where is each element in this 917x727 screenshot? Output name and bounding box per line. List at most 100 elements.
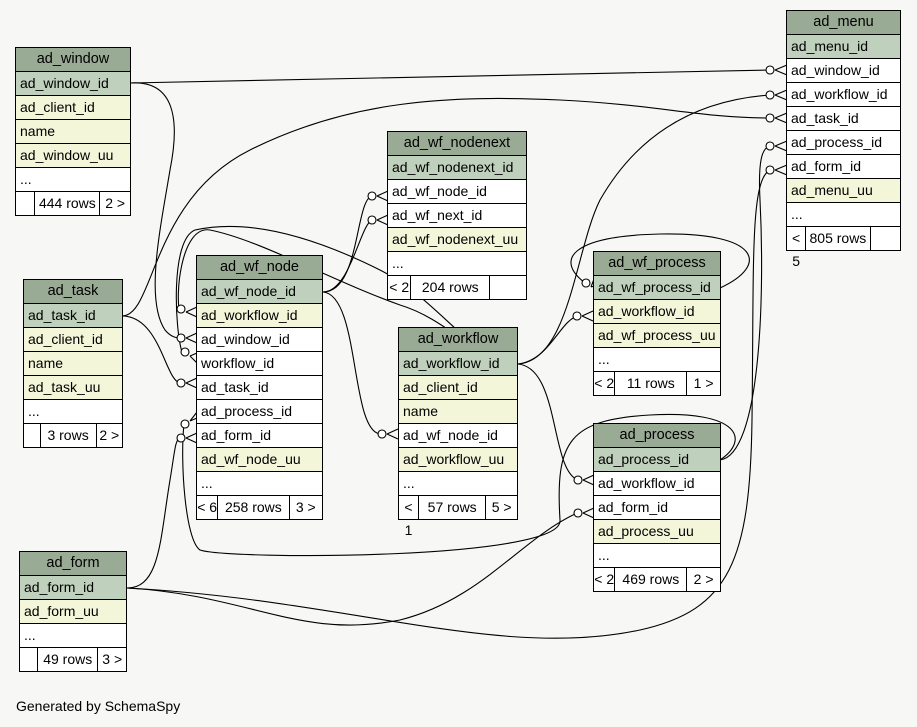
edge-workflow-process: [517, 363, 579, 481]
more-columns: ...: [20, 624, 126, 648]
table-header: ad_form: [20, 552, 126, 576]
row-count: 49 rows: [38, 648, 99, 671]
row-count: 444 rows: [35, 192, 101, 215]
more-columns: ...: [594, 544, 720, 568]
edge-task-wfnode: [121, 315, 181, 384]
column-ad-workflow-uu: ad_workflow_uu: [399, 448, 517, 472]
table-header: ad_process: [594, 424, 720, 448]
column-ad-task-id: ad_task_id: [197, 376, 322, 400]
row-count: 11 rows: [615, 372, 688, 395]
edge-window-menu: [129, 69, 771, 84]
column-ad-wf-node-id: ad_wf_node_id: [197, 280, 322, 304]
parents-count: < 2: [594, 372, 616, 395]
column-ad-task-uu: ad_task_uu: [24, 376, 122, 400]
edge-form-menu: [126, 169, 771, 639]
column-ad-process-id: ad_process_id: [787, 131, 900, 155]
column-ad-workflow-id: ad_workflow_id: [594, 300, 720, 324]
children-count: 2 >: [99, 427, 120, 443]
more-columns: ...: [16, 168, 130, 192]
table-header: ad_wf_node: [197, 256, 322, 280]
column-ad-wf-process-id: ad_wf_process_id: [594, 276, 720, 300]
edge-workflow-wfprocess: [517, 315, 579, 365]
parents-count: < 1: [399, 496, 420, 538]
column-ad-process-id: ad_process_id: [197, 400, 322, 424]
children-count: 1 >: [693, 375, 714, 391]
column-ad-client-id: ad_client_id: [399, 376, 517, 400]
column-ad-window-uu: ad_window_uu: [16, 144, 130, 168]
edge-workflow-menu: [517, 94, 771, 365]
more-columns: ...: [388, 252, 526, 276]
children-count: [871, 227, 900, 250]
parents-count: [24, 424, 41, 447]
column-ad-wf-node-id: ad_wf_node_id: [399, 424, 517, 448]
edge-form-wfnode: [126, 437, 181, 589]
column-ad-wf-node-uu: ad_wf_node_uu: [197, 448, 322, 472]
edge-wfprocess-self: [570, 233, 750, 289]
table-header: ad_task: [24, 280, 122, 304]
column-name: name: [399, 400, 517, 424]
column-ad-menu-uu: ad_menu_uu: [787, 179, 900, 203]
row-count: 204 rows: [411, 276, 491, 299]
parents-count: [20, 648, 39, 671]
column-ad-wf-next-id: ad_wf_next_id: [388, 204, 526, 228]
column-ad-window-id: ad_window_id: [197, 328, 322, 352]
column-ad-form-id: ad_form_id: [20, 576, 126, 600]
column-ad-wf-nodenext-id: ad_wf_nodenext_id: [388, 156, 526, 180]
column-ad-form-id: ad_form_id: [594, 496, 720, 520]
more-columns: ...: [24, 400, 122, 424]
column-ad-client-id: ad_client_id: [24, 328, 122, 352]
table-header: ad_menu: [787, 11, 900, 35]
column-ad-window-id: ad_window_id: [16, 72, 130, 96]
children-count: 5 >: [491, 499, 512, 515]
table-header: ad_wf_process: [594, 252, 720, 276]
column-ad-wf-node-id: ad_wf_node_id: [388, 180, 526, 204]
parents-count: < 2: [594, 568, 616, 591]
column-ad-workflow-id: ad_workflow_id: [594, 472, 720, 496]
column-ad-workflow-id: ad_workflow_id: [197, 304, 322, 328]
column-ad-task-id: ad_task_id: [787, 107, 900, 131]
row-count: 258 rows: [218, 496, 290, 519]
column-ad-process-uu: ad_process_uu: [594, 520, 720, 544]
column-ad-wf-nodenext-uu: ad_wf_nodenext_uu: [388, 228, 526, 252]
generated-by-caption: Generated by SchemaSpy: [16, 698, 181, 714]
children-count: 2 >: [693, 571, 714, 587]
column-ad-window-id: ad_window_id: [787, 59, 900, 83]
column-name: name: [24, 352, 122, 376]
edge-window-wfnode: [129, 82, 181, 339]
more-columns: ...: [594, 348, 720, 372]
children-count: 3 >: [102, 651, 123, 667]
edge-form-process: [126, 513, 576, 626]
more-columns: ...: [197, 472, 322, 496]
edge-wfnode-nodenext1: [322, 195, 373, 293]
children-count: 2 >: [105, 195, 126, 211]
column-ad-workflow-id: ad_workflow_id: [787, 83, 900, 107]
column-ad-process-id: ad_process_id: [594, 448, 720, 472]
column-name: name: [16, 120, 130, 144]
parents-count: < 5: [787, 227, 807, 269]
parents-count: < 2: [388, 276, 412, 299]
row-count: 57 rows: [419, 496, 487, 519]
children-count: 3 >: [295, 499, 316, 515]
column-ad-menu-id: ad_menu_id: [787, 35, 900, 59]
children-count: [490, 276, 526, 299]
column-ad-client-id: ad_client_id: [16, 96, 130, 120]
edge-wfnode-workflow: [322, 291, 381, 435]
edge-task-menu: [121, 97, 771, 317]
row-count: 3 rows: [41, 424, 97, 447]
column-ad-wf-process-uu: ad_wf_process_uu: [594, 324, 720, 348]
parents-count: < 6: [197, 496, 219, 519]
table-header: ad_wf_nodenext: [388, 132, 526, 156]
column-ad-form-uu: ad_form_uu: [20, 600, 126, 624]
column-ad-task-id: ad_task_id: [24, 304, 122, 328]
